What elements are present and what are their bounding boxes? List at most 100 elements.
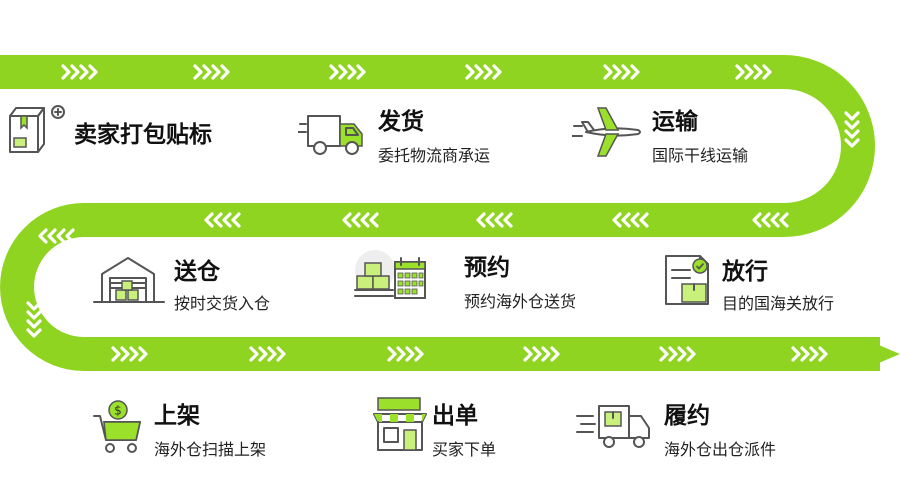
direction-chevron — [762, 64, 772, 80]
direction-chevron — [550, 346, 560, 362]
direction-chevron — [356, 64, 366, 80]
step-title: 预约 — [464, 255, 510, 281]
direction-chevron — [485, 212, 495, 228]
direction-chevron — [79, 64, 89, 80]
step-title: 送仓 — [174, 259, 220, 285]
shopping-cart-coin-icon: $ — [93, 400, 141, 453]
direction-chevron — [70, 64, 80, 80]
direction-chevron — [770, 212, 780, 228]
step-subtitle: 国际干线运输 — [652, 146, 749, 165]
direction-chevron — [396, 346, 406, 362]
direction-chevron — [405, 346, 415, 362]
direction-chevron — [476, 212, 486, 228]
step-subtitle: 海外仓出仓派件 — [664, 440, 777, 459]
calendar-boxes-icon — [354, 250, 426, 299]
direction-chevron — [809, 346, 819, 362]
direction-chevron — [26, 301, 42, 311]
delivery-truck-icon — [298, 115, 363, 155]
step-title: 出单 — [432, 403, 478, 429]
direction-chevron — [677, 346, 687, 362]
direction-chevron — [338, 64, 348, 80]
coin-symbol: $ — [114, 404, 122, 418]
step-title: 发货 — [378, 109, 424, 135]
direction-chevron — [503, 212, 513, 228]
direction-chevron — [211, 64, 221, 80]
direction-chevron — [276, 346, 286, 362]
step-subtitle: 买家下单 — [432, 440, 497, 459]
direction-chevron — [329, 64, 339, 80]
direction-chevron — [204, 212, 214, 228]
direction-chevron — [258, 346, 268, 362]
direction-chevron — [213, 212, 223, 228]
direction-chevron — [800, 346, 810, 362]
direction-chevron — [668, 346, 678, 362]
direction-chevron — [56, 228, 66, 244]
direction-chevron — [474, 64, 484, 80]
direction-chevron — [612, 64, 622, 80]
direction-chevron — [494, 212, 504, 228]
direction-chevron — [220, 64, 230, 80]
direction-chevron — [541, 346, 551, 362]
direction-chevron — [202, 64, 212, 80]
storefront-icon — [373, 397, 427, 451]
direction-chevron — [347, 64, 357, 80]
warehouse-icon — [93, 257, 165, 303]
fast-truck-icon — [576, 405, 650, 448]
direction-chevron — [483, 64, 493, 80]
direction-chevron — [621, 212, 631, 228]
direction-chevron — [761, 212, 771, 228]
direction-chevron — [360, 212, 370, 228]
package-label-icon — [9, 105, 65, 153]
direction-chevron — [351, 212, 361, 228]
direction-chevron — [844, 111, 860, 121]
direction-chevron — [492, 64, 502, 80]
direction-chevron — [523, 346, 533, 362]
step-title: 卖家打包贴标 — [74, 122, 212, 148]
direction-chevron — [659, 346, 669, 362]
direction-chevron — [26, 319, 42, 329]
step-subtitle: 委托物流商承运 — [378, 146, 491, 165]
direction-chevron — [120, 346, 130, 362]
direction-chevron — [779, 212, 789, 228]
direction-chevron — [621, 64, 631, 80]
step-title: 上架 — [154, 403, 200, 429]
direction-chevron — [138, 346, 148, 362]
direction-chevron — [129, 346, 139, 362]
direction-chevron — [818, 346, 828, 362]
direction-chevron — [465, 64, 475, 80]
direction-chevron — [47, 228, 57, 244]
airplane-icon — [572, 107, 641, 157]
direction-chevron — [791, 346, 801, 362]
step-subtitle: 海外仓扫描上架 — [154, 440, 267, 459]
direction-chevron — [111, 346, 121, 362]
step-title: 运输 — [652, 109, 698, 135]
direction-chevron — [630, 212, 640, 228]
direction-chevron — [612, 212, 622, 228]
direction-chevron — [744, 64, 754, 80]
direction-chevron — [603, 64, 613, 80]
step-title: 履约 — [664, 403, 710, 429]
direction-chevron — [639, 212, 649, 228]
direction-chevron — [532, 346, 542, 362]
direction-chevron — [222, 212, 232, 228]
direction-chevron — [844, 138, 860, 148]
direction-chevron — [414, 346, 424, 362]
step-subtitle: 目的国海关放行 — [722, 294, 835, 313]
direction-chevron — [38, 228, 48, 244]
step-subtitle: 按时交货入仓 — [174, 294, 271, 313]
direction-chevron — [61, 64, 71, 80]
direction-chevron — [735, 64, 745, 80]
customs-document-icon — [665, 255, 709, 305]
direction-chevron — [753, 64, 763, 80]
direction-chevron — [65, 228, 75, 244]
direction-chevron — [249, 346, 259, 362]
direction-chevron — [369, 212, 379, 228]
direction-chevron — [88, 64, 98, 80]
direction-chevron — [752, 212, 762, 228]
direction-chevron — [387, 346, 397, 362]
direction-chevron — [193, 64, 203, 80]
direction-chevron — [630, 64, 640, 80]
direction-chevron — [26, 328, 42, 338]
